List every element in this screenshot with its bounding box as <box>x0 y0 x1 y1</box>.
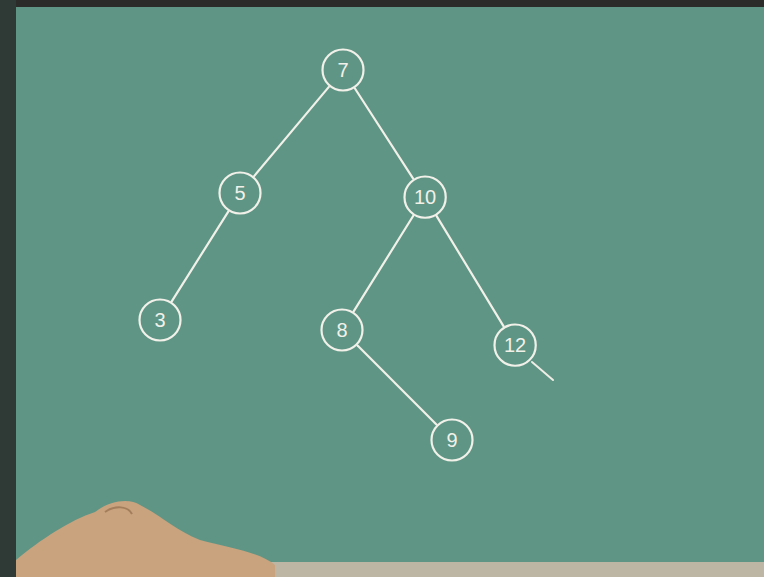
tree-node-circle: 10 <box>403 175 447 219</box>
board-frame-top <box>0 0 764 7</box>
hand <box>16 501 275 577</box>
tree-edge <box>355 88 413 178</box>
hand-detail <box>105 507 132 514</box>
tree-node-circle: 12 <box>493 323 537 367</box>
tree-node-circle: 9 <box>430 418 474 462</box>
node-value: 9 <box>446 430 457 450</box>
chalk-stroke <box>532 362 553 380</box>
node-value: 5 <box>234 183 245 203</box>
node-value: 12 <box>504 335 526 355</box>
tree-edge <box>254 87 329 176</box>
tree-node-circle: 3 <box>138 298 182 342</box>
node-value: 10 <box>414 187 436 207</box>
node-value: 8 <box>336 320 347 340</box>
tree-edge <box>436 216 503 326</box>
tree-node-circle: 5 <box>218 171 262 215</box>
node-value: 3 <box>154 310 165 330</box>
board-frame-left <box>0 0 16 577</box>
tree-edge <box>172 212 229 302</box>
node-value: 7 <box>337 60 348 80</box>
tree-edge <box>354 216 414 312</box>
tree-edge <box>358 346 437 425</box>
tree-node-circle: 7 <box>321 48 365 92</box>
tree-node-circle: 8 <box>320 308 364 352</box>
